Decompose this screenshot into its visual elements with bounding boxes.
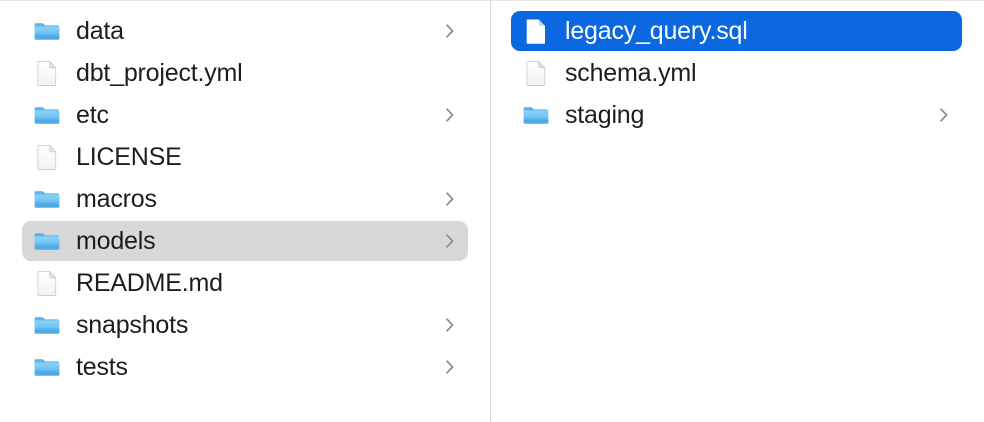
folder-row[interactable]: data (22, 11, 468, 51)
chevron-right-icon[interactable] (444, 358, 456, 376)
document-icon (32, 58, 62, 88)
file-column-2[interactable]: legacy_query.sql schema.yml staging (491, 1, 984, 422)
folder-icon (521, 100, 551, 130)
chevron-right-icon[interactable] (938, 106, 950, 124)
folder-row[interactable]: tests (22, 347, 468, 387)
document-icon (32, 268, 62, 298)
chevron-right-icon[interactable] (444, 22, 456, 40)
item-label: data (76, 16, 124, 45)
item-label: schema.yml (565, 58, 697, 87)
document-icon (521, 58, 551, 88)
item-label: dbt_project.yml (76, 58, 243, 87)
item-label: models (76, 226, 156, 255)
chevron-right-icon[interactable] (444, 106, 456, 124)
chevron-right-icon[interactable] (444, 190, 456, 208)
item-label: LICENSE (76, 142, 182, 171)
folder-icon (32, 352, 62, 382)
folder-row[interactable]: snapshots (22, 305, 468, 345)
folder-icon (32, 184, 62, 214)
item-label: README.md (76, 268, 223, 297)
item-label: snapshots (76, 310, 189, 339)
item-label: macros (76, 184, 157, 213)
folder-icon (32, 16, 62, 46)
item-label: legacy_query.sql (565, 16, 748, 45)
folder-row[interactable]: etc (22, 95, 468, 135)
folder-row[interactable]: staging (511, 95, 962, 135)
file-row[interactable]: dbt_project.yml (22, 53, 468, 93)
file-row[interactable]: README.md (22, 263, 468, 303)
file-row[interactable]: LICENSE (22, 137, 468, 177)
item-label: etc (76, 100, 109, 129)
file-row[interactable]: schema.yml (511, 53, 962, 93)
folder-icon (32, 226, 62, 256)
item-label: staging (565, 100, 645, 129)
folder-icon (32, 310, 62, 340)
document-icon (521, 16, 551, 46)
folder-row[interactable]: models (22, 221, 468, 261)
chevron-right-icon[interactable] (444, 232, 456, 250)
chevron-right-icon[interactable] (444, 316, 456, 334)
folder-icon (32, 100, 62, 130)
file-row[interactable]: legacy_query.sql (511, 11, 962, 51)
folder-row[interactable]: macros (22, 179, 468, 219)
item-label: tests (76, 352, 128, 381)
document-icon (32, 142, 62, 172)
